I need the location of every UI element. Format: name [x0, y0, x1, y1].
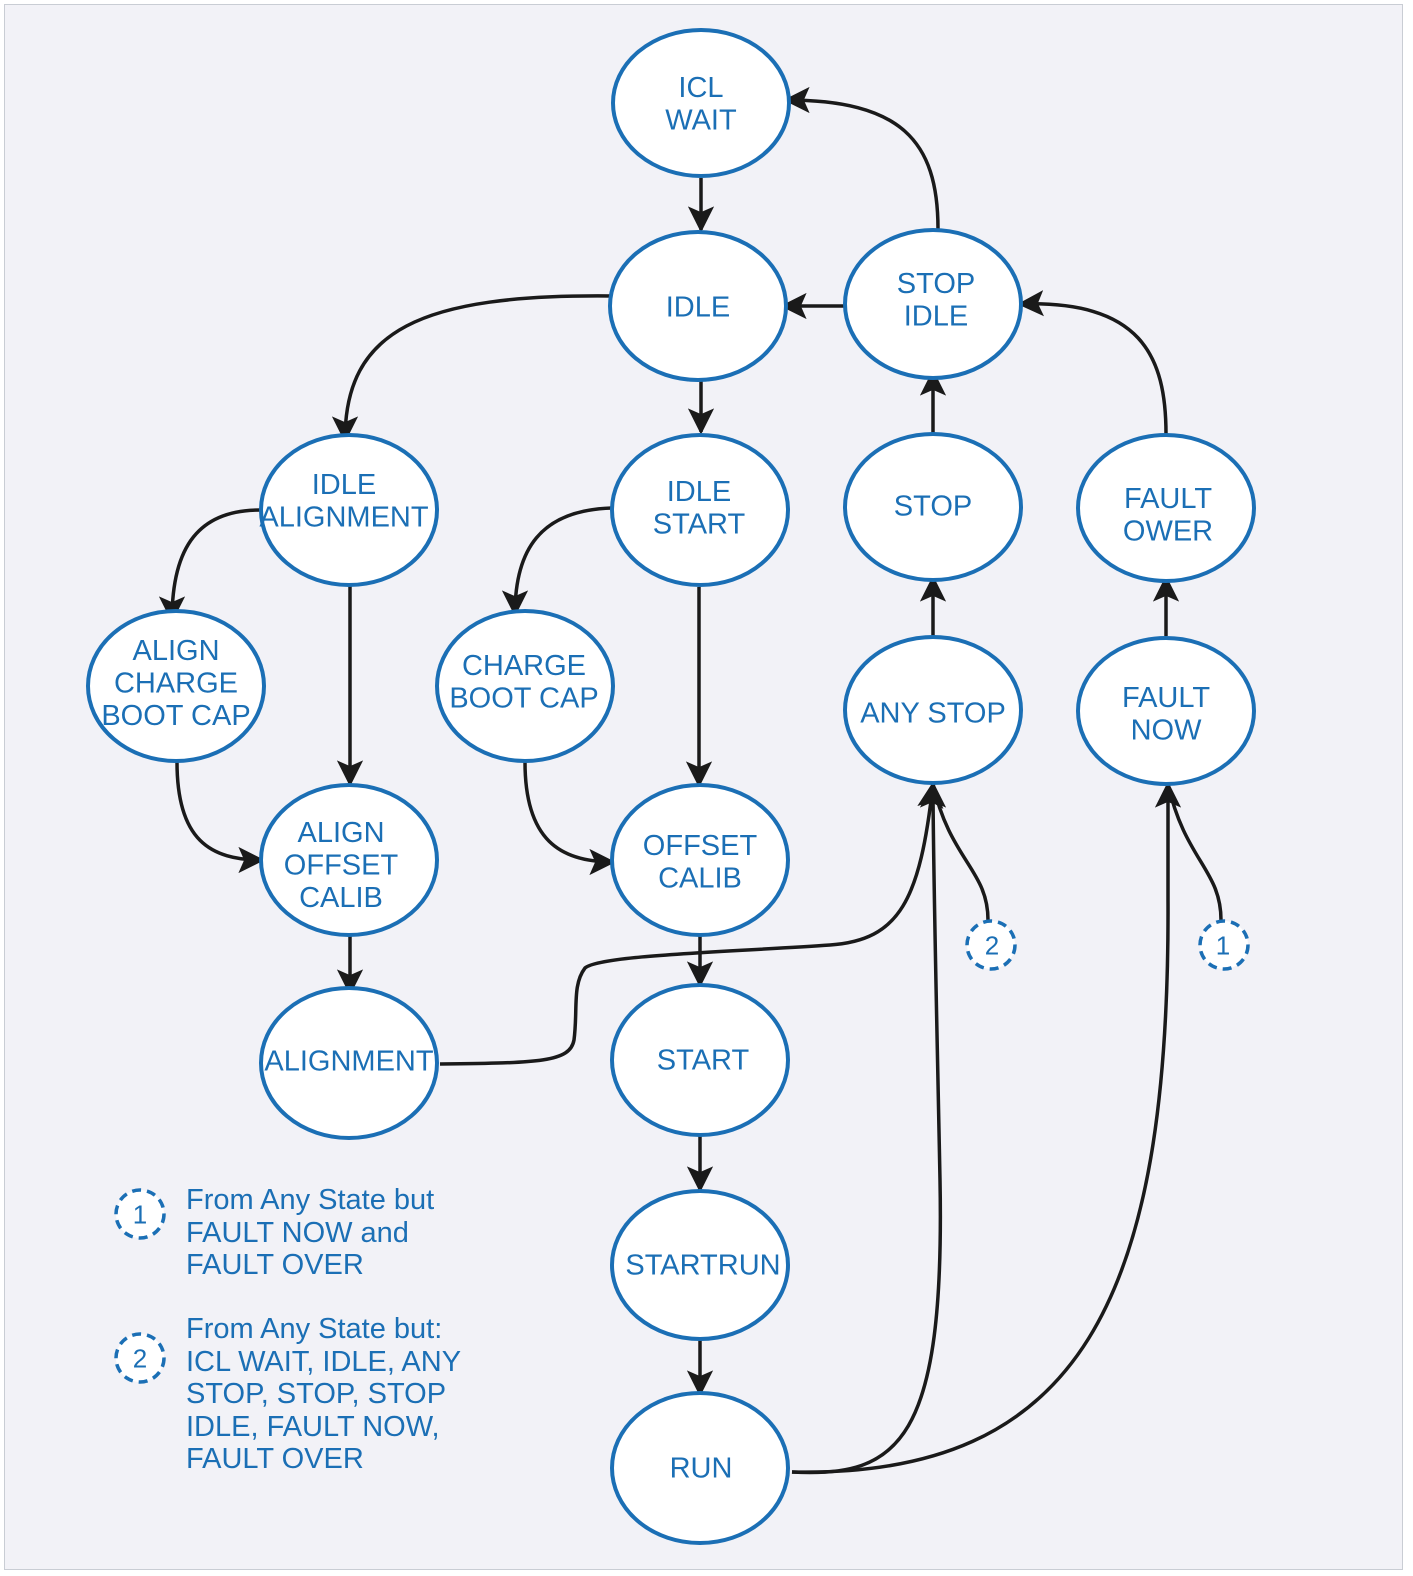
legend-marker-1: 1: [114, 1188, 166, 1240]
edge-marker-2-to-any-stop: [931, 783, 990, 921]
edge-alignment-to-any-stop: [439, 781, 944, 1066]
connector-marker-1-label: 1: [1216, 930, 1230, 960]
node-any-stop: ANY STOP: [843, 635, 1023, 785]
node-label-startrun: STARTRUN: [625, 1249, 780, 1281]
node-idle: IDLE: [608, 230, 788, 382]
legend-marker-2: 2: [114, 1332, 166, 1384]
node-label-idle: IDLE: [666, 291, 730, 323]
connector-marker-2-label: 2: [985, 930, 999, 960]
edge-run-to-fault-now: [791, 781, 1182, 1474]
edge-idle-to-idle-alignment: [331, 294, 613, 443]
legend-marker-2-label: 2: [133, 1343, 147, 1373]
node-stop: STOP: [843, 432, 1023, 582]
legend-marker-1-label: 1: [133, 1199, 147, 1229]
edge-idle-start-to-charge-boot-cap: [501, 506, 613, 617]
edge-idle-alignment-to-align-charge: [158, 508, 261, 623]
node-label-run: RUN: [670, 1452, 733, 1484]
legend-text-1: From Any State but FAULT NOW and FAULT O…: [186, 1184, 435, 1281]
node-label-start: START: [657, 1044, 750, 1076]
edge-run-to-any-stop: [791, 781, 947, 1475]
edge-align-charge-to-align-offset: [175, 761, 265, 874]
edge-stop-idle-to-icl-wait: [783, 86, 940, 230]
node-start: START: [610, 983, 790, 1137]
legend-text-2: From Any State but: ICL WAIT, IDLE, ANY …: [186, 1313, 462, 1475]
edge-marker-1-to-fault-now: [1166, 783, 1223, 921]
node-startrun: STARTRUN: [610, 1189, 790, 1341]
edge-charge-boot-cap-to-offset-calib: [523, 761, 616, 876]
connector-marker-2: 2: [965, 919, 1017, 971]
connector-marker-1: 1: [1198, 919, 1250, 971]
node-label-stop: STOP: [894, 490, 972, 522]
node-label-any-stop: ANY STOP: [860, 697, 1006, 729]
node-run: RUN: [610, 1391, 790, 1545]
node-alignment: ALIGNMENT: [259, 986, 439, 1140]
edges: [158, 86, 1223, 1475]
node-label-alignment: ALIGNMENT: [264, 1045, 433, 1077]
edge-fault-over-to-stop-idle: [1017, 290, 1168, 435]
